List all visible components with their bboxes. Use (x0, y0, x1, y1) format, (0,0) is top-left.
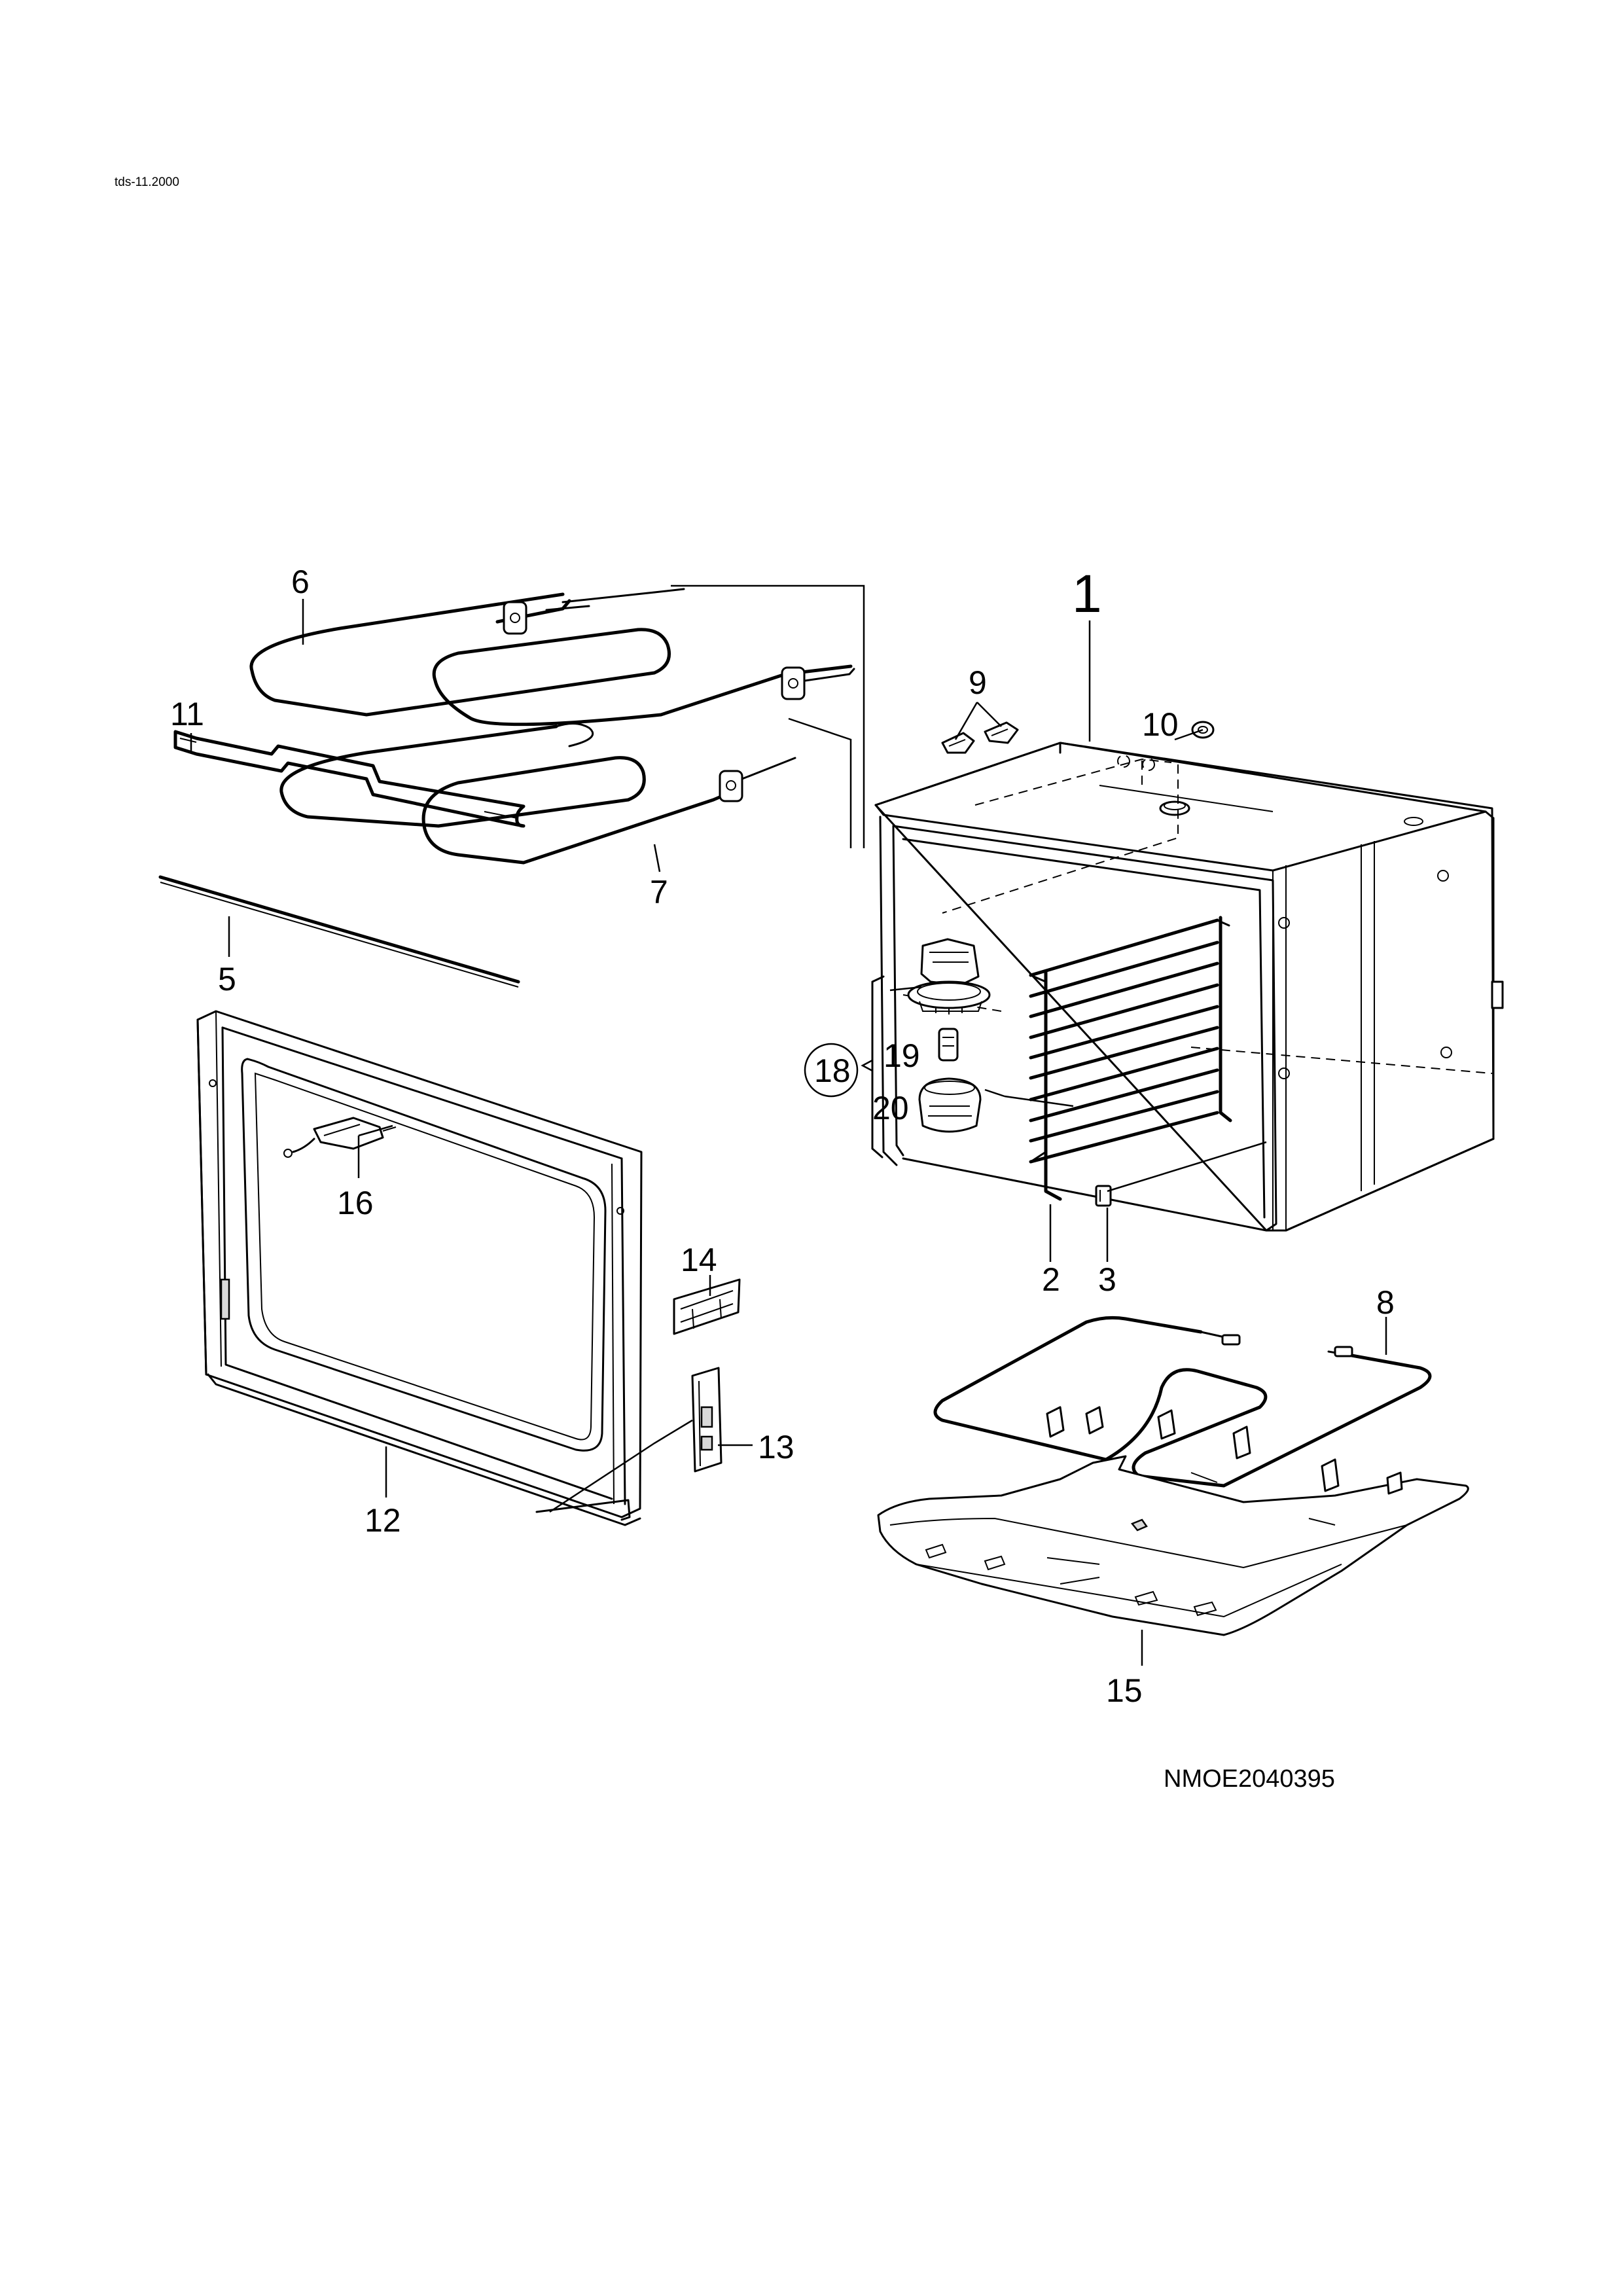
callout-11: 11 (170, 696, 204, 732)
callout-15: 15 (1106, 1672, 1143, 1709)
callout-9: 9 (969, 664, 987, 701)
part-9-clips (941, 721, 1019, 754)
callout-18: 18 (814, 1052, 851, 1089)
part-6-upper-grill-element (249, 588, 855, 726)
callout-1: 1 (1072, 564, 1102, 624)
part-3-clip (1095, 1185, 1112, 1207)
document-id: tds-11.2000 (115, 175, 179, 189)
part-15-base-tray (877, 1406, 1469, 1636)
callout-labels: 1 2 3 5 6 7 8 9 10 11 12 13 14 15 16 18 … (170, 564, 1395, 1709)
part-16-bracket (283, 1117, 397, 1158)
callout-8: 8 (1376, 1284, 1395, 1321)
callout-20: 20 (872, 1090, 909, 1126)
callout-2: 2 (1042, 1261, 1060, 1298)
callout-5: 5 (218, 961, 236, 997)
callout-16: 16 (337, 1185, 374, 1221)
part-18-lamp-assembly (907, 938, 991, 1014)
drawing-number: NMOE2040395 (1164, 1765, 1335, 1793)
part-13-hinge (691, 1367, 722, 1473)
part-14-hinge-plate (673, 1278, 741, 1335)
part-7-heating-element (279, 723, 796, 865)
part-2-shelf-rack (1029, 916, 1232, 1201)
part-5-rod (158, 875, 520, 988)
callout-18-circle (804, 1043, 859, 1098)
part-19-lamp-bulb (938, 1028, 959, 1062)
callout-3: 3 (1098, 1261, 1116, 1298)
part-1-oven-cavity (874, 742, 1504, 1232)
part-12-door-frame (196, 1010, 643, 1526)
callout-10: 10 (1142, 706, 1179, 743)
part-11-shelf-rail (173, 730, 526, 828)
callout-19: 19 (883, 1037, 920, 1074)
callout-13: 13 (758, 1429, 794, 1465)
callout-14: 14 (681, 1242, 717, 1278)
leader-lines (190, 584, 1387, 1666)
part-8-bottom-element (933, 1316, 1432, 1488)
callout-6: 6 (291, 564, 310, 600)
callout-12: 12 (365, 1502, 401, 1539)
part-20-lamp-cover (918, 1077, 982, 1133)
callout-7: 7 (650, 874, 668, 910)
